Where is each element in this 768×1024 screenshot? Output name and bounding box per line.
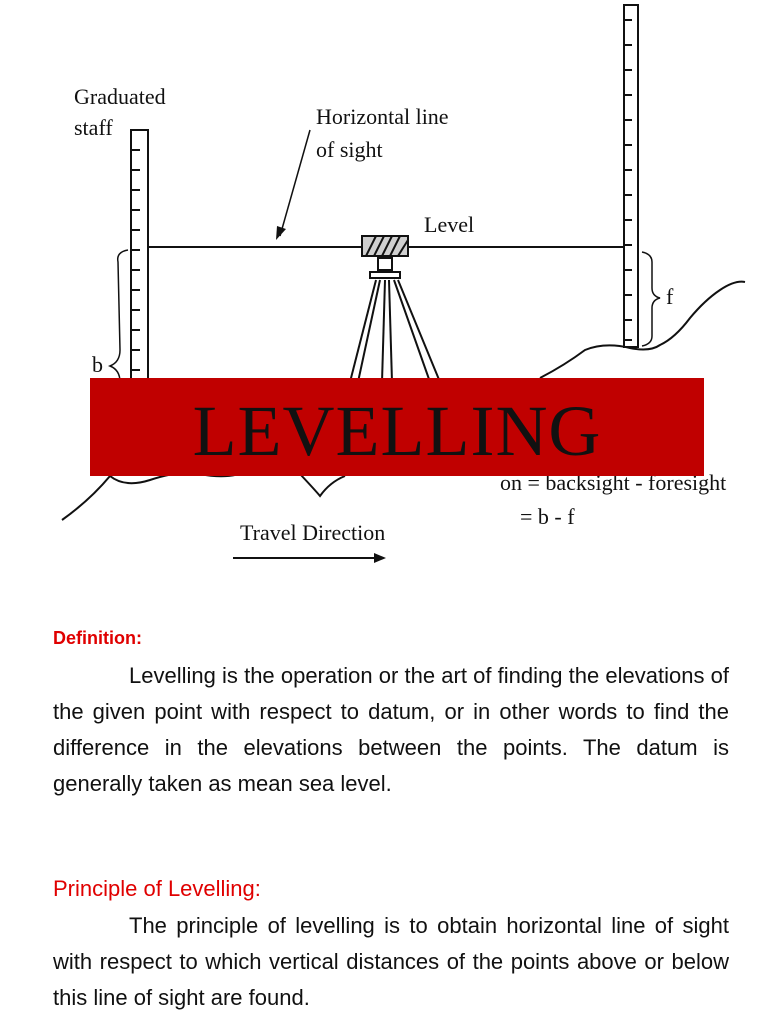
tripod — [349, 279, 441, 383]
label-f: f — [666, 284, 674, 309]
label-travel-direction: Travel Direction — [240, 520, 385, 545]
label-b: b — [92, 352, 103, 377]
label-formula-line-2: = b - f — [520, 504, 575, 529]
ground-left — [61, 465, 346, 521]
banner-title: LEVELLING — [192, 391, 602, 471]
right-graduated-staff — [623, 4, 639, 348]
level-instrument — [361, 235, 409, 279]
principle-paragraph: The principle of levelling is to obtain … — [53, 913, 729, 1010]
label-graduated: Graduated — [74, 84, 166, 109]
label-staff: staff — [74, 115, 113, 140]
label-level: Level — [424, 212, 474, 237]
label-horizontal-line: Horizontal line — [316, 104, 449, 129]
ground-right — [539, 280, 746, 379]
left-graduated-staff — [130, 129, 149, 391]
label-of-sight: of sight — [316, 137, 383, 162]
title-banner: LEVELLING — [90, 378, 704, 476]
bracket-b — [107, 249, 129, 383]
definition-paragraph: Levelling is the operation or the art of… — [53, 663, 729, 796]
principle-heading: Principle of Levelling: — [53, 876, 261, 901]
bracket-f — [641, 251, 661, 347]
pointer-arrow — [276, 129, 311, 240]
levelling-diagram: Graduated staff Horizontal line of sight… — [61, 4, 746, 563]
travel-arrow — [233, 553, 386, 563]
definition-heading: Definition: — [53, 628, 142, 648]
